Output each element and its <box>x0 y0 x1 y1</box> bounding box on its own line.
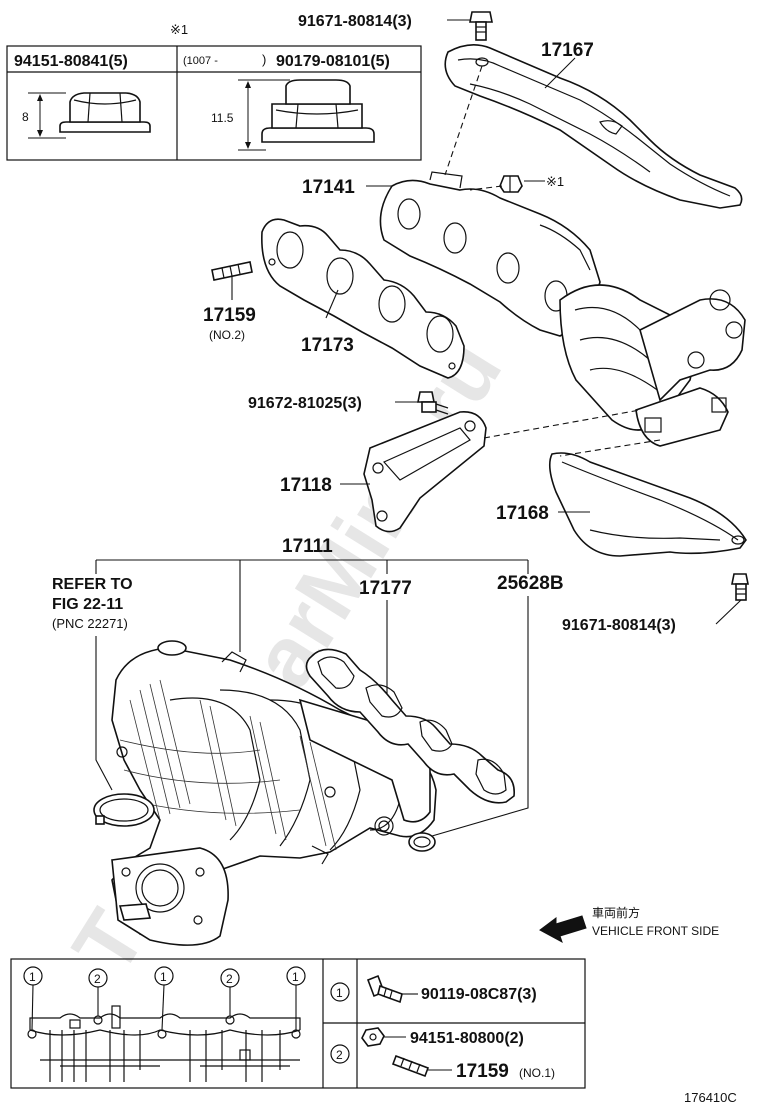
label-refer-line1: REFER TO <box>52 576 133 593</box>
nut-94151-icon <box>361 1027 385 1047</box>
bolt-91671-bottom-icon <box>731 573 749 601</box>
manifold-bracket <box>363 411 487 533</box>
label-17173: 17173 <box>301 335 354 356</box>
marker-1-c: 1 <box>286 966 306 1030</box>
nut-note1-icon <box>499 175 523 193</box>
marker-1-c-label: 1 <box>292 970 299 984</box>
label-17111: 17111 <box>282 536 333 557</box>
label-refer-line2: FIG 22-11 <box>52 596 123 613</box>
dimension-11-5: 11.5 <box>211 79 290 151</box>
legend-row-2-sub: (NO.1) <box>519 1066 555 1080</box>
label-refer-line3: (PNC 22271) <box>52 616 128 631</box>
label-17167: 17167 <box>541 40 594 61</box>
marker-2-a-label: 2 <box>94 972 101 986</box>
inset-note-mark: ※1 <box>170 22 188 37</box>
label-note1-nut: ※1 <box>546 174 564 189</box>
flange-nut-large-icon <box>261 79 375 143</box>
bolt-90119-icon <box>366 974 403 1004</box>
throttle-body-gasket <box>93 793 155 827</box>
legend-row-2-marker: 2 <box>330 1044 350 1064</box>
label-25628B: 25628B <box>497 573 564 594</box>
marker-2-b: 2 <box>220 968 240 1016</box>
legend-row-1-part: 90119-08C87(3) <box>421 986 537 1003</box>
inset-right-part: 90179-08101(5) <box>276 53 390 70</box>
bolt-91671-top-icon <box>469 11 493 41</box>
marker-1-a-label: 1 <box>29 970 36 984</box>
label-17118: 17118 <box>280 475 332 496</box>
heat-insulator-upper <box>444 44 743 209</box>
heat-insulator-lower <box>548 452 747 557</box>
label-17168: 17168 <box>496 503 549 524</box>
stud-17159-no1-icon <box>391 1054 430 1078</box>
figure-code: 176410C <box>684 1090 737 1105</box>
marker-2-a: 2 <box>88 968 108 1016</box>
inset-box: ※1 94151-80841(5) (1007 - ) 90179-08101(… <box>6 22 422 161</box>
marker-1-b-label: 1 <box>160 970 167 984</box>
marker-2-b-label: 2 <box>226 972 233 986</box>
legend-row-1-marker: 1 <box>330 982 350 1002</box>
inset-right-range-close: ) <box>262 52 266 67</box>
legend-row-1-marker-label: 1 <box>336 986 343 1000</box>
vehicle-front-arrow-icon <box>539 915 587 944</box>
legend-box: 1 2 1 2 1 1 <box>10 958 586 1089</box>
intake-manifold <box>111 640 437 946</box>
label-17159: 17159 <box>203 305 256 326</box>
label-17141: 17141 <box>302 177 355 198</box>
flange-nut-small-icon <box>59 92 151 133</box>
dimension-8: 8 <box>22 92 66 139</box>
inset-frame <box>6 45 422 161</box>
gasket-25628B-icon <box>408 832 436 852</box>
marker-1-a: 1 <box>23 966 43 1031</box>
dim-11-5-label: 11.5 <box>211 111 234 125</box>
bolt-position-sketch <box>27 1005 301 1082</box>
legend-row-2-part-a: 94151-80800(2) <box>410 1030 524 1047</box>
marker-1-b: 1 <box>154 966 174 1031</box>
label-91671-80814-bottom: 91671-80814(3) <box>562 617 676 634</box>
exhaust-manifold-gasket <box>261 218 465 379</box>
inset-right-range: (1007 - <box>183 55 218 67</box>
legend-row-2-marker-label: 2 <box>336 1048 343 1062</box>
label-91672-81025: 91672-81025(3) <box>248 395 362 412</box>
label-91671-80814-top: 91671-80814(3) <box>298 13 412 30</box>
vehicle-front-en: VEHICLE FRONT SIDE <box>592 924 719 938</box>
bolt-91672-icon <box>417 391 449 415</box>
stud-17159-no2-icon <box>211 261 253 281</box>
intake-manifold-gasket <box>305 648 515 804</box>
inset-left-part: 94151-80841(5) <box>14 53 128 70</box>
exhaust-manifold <box>379 171 746 447</box>
legend-row-2-part-b: 17159 <box>456 1061 509 1082</box>
label-17177: 17177 <box>359 578 412 599</box>
label-17159-sub: (NO.2) <box>209 328 245 342</box>
dim-8-label: 8 <box>22 110 29 124</box>
vehicle-front-jp: 車両前方 <box>592 905 640 920</box>
